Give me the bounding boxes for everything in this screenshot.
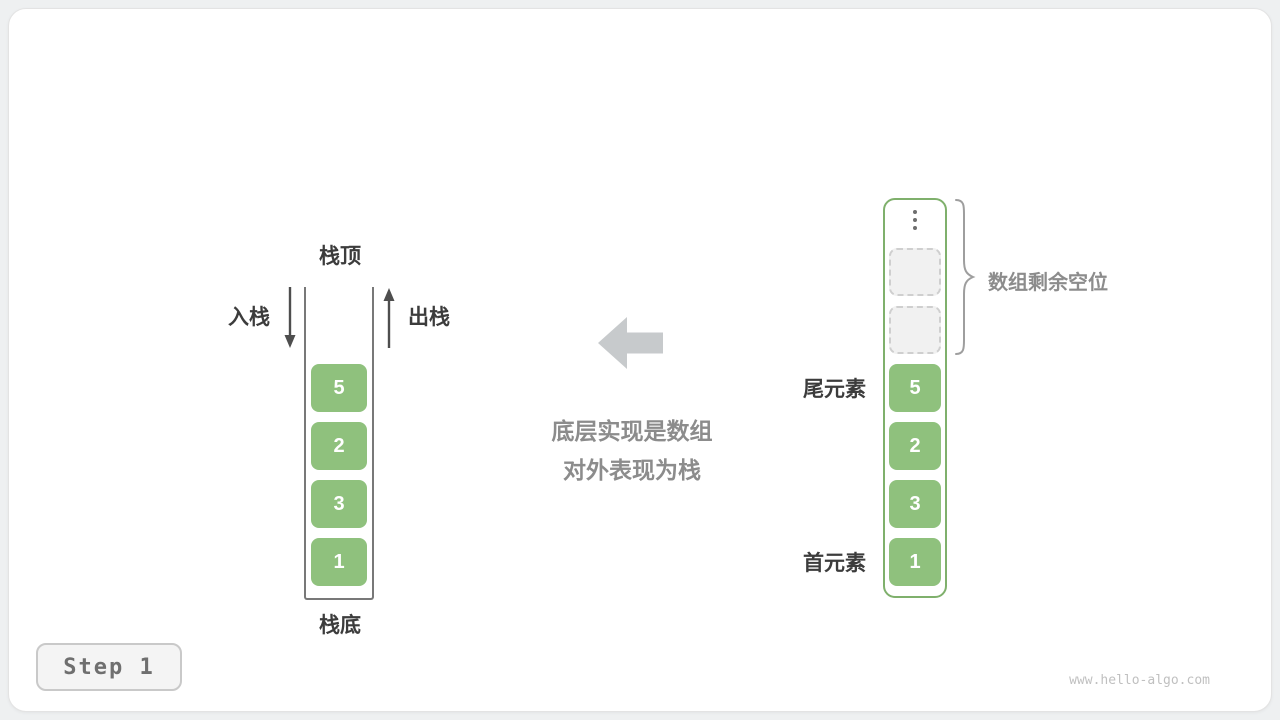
remaining-brace-icon [955,199,976,355]
tail-element-label: 尾元素 [803,378,866,401]
step-badge-label: Step 1 [63,654,155,680]
stack-bottom-label: 栈底 [319,614,361,637]
push-arrow-icon [284,287,296,348]
stack-top-label: 栈顶 [319,245,361,268]
array-cell: 2 [889,422,941,470]
head-element-label: 首元素 [803,552,866,575]
array-cell: 3 [889,480,941,528]
ellipsis-dot [913,226,917,230]
transform-arrow-icon [598,317,663,369]
stack-container: 5 2 3 1 [304,287,374,600]
array-empty-slot [889,248,941,296]
stack-cell: 5 [311,364,367,412]
ellipsis-dot [913,218,917,222]
remaining-slots-label: 数组剩余空位 [988,272,1108,294]
stack-cell: 1 [311,538,367,586]
array-container: 5 2 3 1 [883,198,947,598]
caption-line-1: 底层实现是数组 [551,418,713,444]
array-cell: 1 [889,538,941,586]
canvas-card [8,8,1272,712]
stack-cell: 2 [311,422,367,470]
stack-cell: 3 [311,480,367,528]
caption-line-2: 对外表现为栈 [563,457,701,483]
array-ellipsis-icon [913,210,917,230]
ellipsis-dot [913,210,917,214]
pop-arrow-icon [383,288,395,348]
step-badge: Step 1 [36,643,182,691]
pop-label: 出栈 [408,306,450,329]
array-cell: 5 [889,364,941,412]
watermark: www.hello-algo.com [1069,673,1210,688]
array-empty-slot [889,306,941,354]
transform-caption: 底层实现是数组 对外表现为栈 [500,412,764,490]
push-label: 入栈 [228,306,270,329]
